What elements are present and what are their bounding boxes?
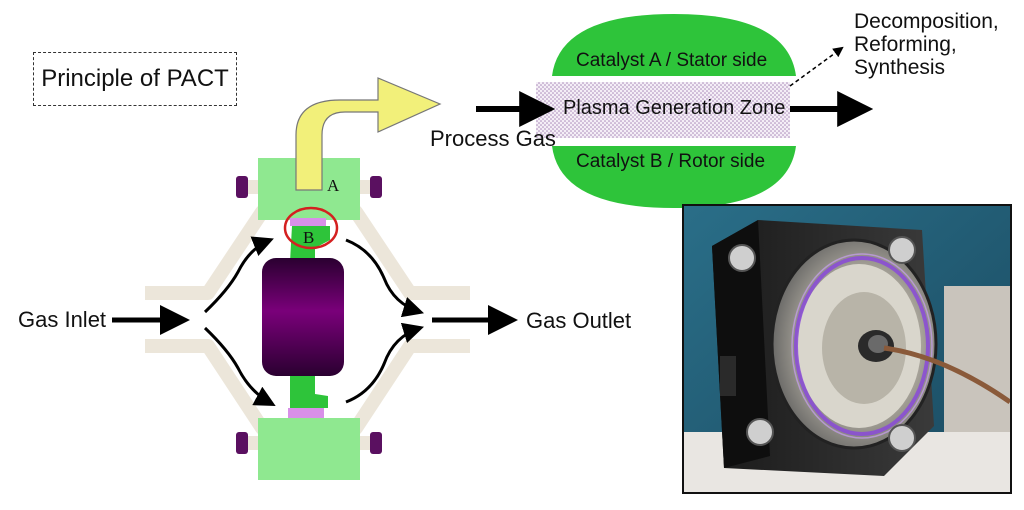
- bottom-stator-block: [258, 418, 360, 480]
- point-b-label: B: [303, 228, 315, 247]
- result-line-1: Decomposition,: [854, 10, 999, 33]
- top-pad: [290, 218, 326, 226]
- catalyst-a-lens: [552, 14, 796, 76]
- rotor-body: [262, 258, 344, 376]
- rotor-shaft-bottom: [290, 372, 328, 408]
- catalyst-b-label: Catalyst B / Rotor side: [576, 151, 766, 172]
- result-line-2: Reforming,: [854, 33, 957, 56]
- catalyst-b-lens: [552, 146, 796, 208]
- bottom-right-bolt: [370, 432, 382, 454]
- device-photo: [682, 204, 1012, 494]
- catalyst-a-label: Catalyst A / Stator side: [576, 50, 768, 71]
- point-b-highlight: [283, 206, 339, 250]
- gas-inlet-label: Gas Inlet: [18, 307, 107, 332]
- top-left-bolt: [236, 176, 248, 198]
- plasma-zone-label: Plasma Generation Zone: [563, 97, 786, 119]
- result-text: Decomposition, Reforming, Synthesis: [854, 10, 999, 79]
- diagram-title: Principle of PACT: [41, 65, 229, 92]
- bottom-pad: [288, 408, 324, 418]
- plasma-zone-band: [536, 82, 790, 138]
- rotor-shaft-top: [290, 226, 330, 262]
- title-box: Principle of PACT: [33, 52, 237, 106]
- bottom-left-bolt: [236, 432, 248, 454]
- top-right-bolt: [370, 176, 382, 198]
- result-line-3: Synthesis: [854, 56, 946, 79]
- process-gas-label: Process Gas: [430, 126, 556, 151]
- point-a-label: A: [327, 176, 340, 195]
- result-dashed-arrow: [789, 46, 844, 87]
- process-gas-arrow: [295, 77, 442, 191]
- catalyst-plasma-schematic: [536, 14, 796, 208]
- internal-flow-arrows: [203, 236, 425, 407]
- gas-outlet-label: Gas Outlet: [526, 308, 632, 333]
